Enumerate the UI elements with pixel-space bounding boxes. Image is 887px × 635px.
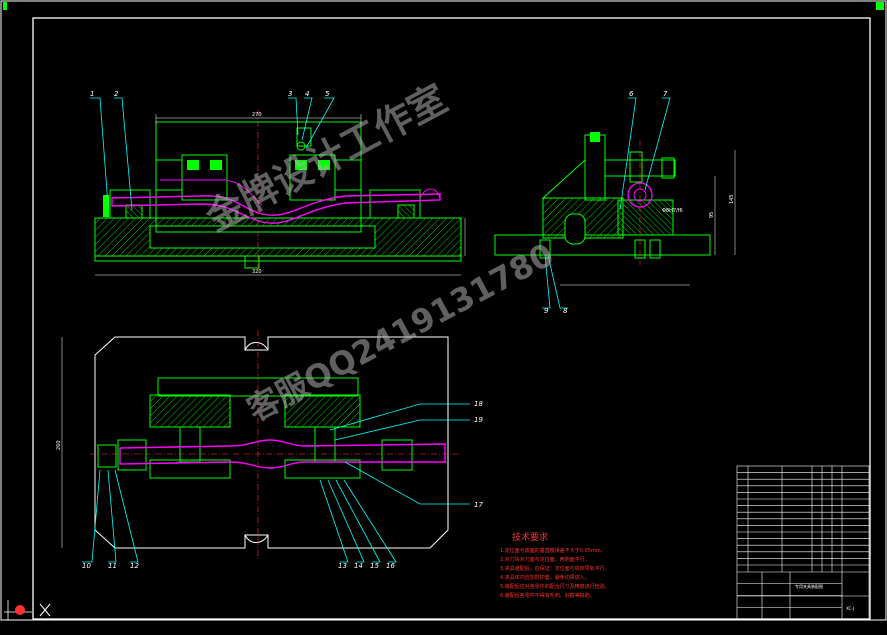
balloon-2: 2 — [114, 90, 119, 98]
watermark-qq: 客服QQ2419131780 — [241, 235, 560, 429]
balloon-7: 7 — [663, 90, 668, 98]
balloon-4: 4 — [305, 90, 309, 98]
balloon-11: 11 — [108, 562, 117, 570]
tech-req-line: 4.夹具体内应加防护套，避免切屑进入。 — [500, 574, 590, 581]
balloon-3: 3 — [288, 90, 292, 98]
watermark-studio: 金牌设计工作室 — [198, 76, 454, 240]
balloon-15: 15 — [370, 562, 379, 570]
title-block — [736, 465, 870, 620]
dim-front-bottom: 320 — [252, 269, 262, 275]
balloon-6: 6 — [629, 90, 634, 98]
dim-side-height: 95 — [709, 212, 715, 218]
balloon-19: 19 — [474, 416, 483, 424]
title-block-drawing-title: 专用夹具装配图 — [795, 583, 823, 589]
corner-mark-right — [876, 2, 884, 10]
balloon-1: 1 — [90, 90, 94, 98]
part-balloons: 1 2 3 4 5 6 7 8 9 18 19 17 10 11 12 13 1… — [82, 90, 668, 570]
balloon-8: 8 — [563, 307, 568, 315]
technical-requirements: 技术要求 1.定位面与底面的垂直度误差不大于0.05mm。 2.对刀块对刀面与定… — [500, 531, 610, 599]
balloon-13: 13 — [338, 562, 347, 570]
tech-req-line: 1.定位面与底面的垂直度误差不大于0.05mm。 — [500, 547, 606, 554]
balloon-16: 16 — [386, 562, 395, 570]
tech-req-line: 3.夹具装配后，应保证：定位面与机床导轨平行。 — [500, 565, 610, 572]
dim-side-fit: Φ8H7/f6 — [662, 208, 683, 214]
outer-frame — [0, 0, 887, 621]
tech-req-title: 技术要求 — [512, 531, 548, 543]
front-view: 270 320 — [94, 110, 466, 276]
dim-plan-height: 260 — [56, 440, 62, 450]
plan-view: 260 — [56, 330, 460, 560]
tech-req-line: 5.装配后应对各零件的配合尺寸及精度进行检验。 — [500, 583, 610, 590]
dim-front-top: 270 — [252, 112, 262, 118]
balloon-9: 9 — [544, 307, 549, 315]
corner-mark-left — [3, 2, 7, 10]
tech-req-line: 2.对刀块对刀面与定位面、两侧面平行。 — [500, 556, 590, 563]
dim-side-total: 145 — [729, 194, 735, 204]
inner-frame — [32, 17, 871, 620]
leader-lines — [82, 97, 671, 563]
side-view: 95 145 Φ8H7/f6 — [494, 132, 736, 286]
ucs-icon — [4, 600, 51, 620]
tech-req-line: 6.装配后各零件不得有毛刺、划痕等缺陷。 — [500, 592, 595, 599]
balloon-18: 18 — [474, 400, 483, 408]
balloon-14: 14 — [354, 562, 363, 570]
balloon-10: 10 — [82, 562, 91, 570]
title-block-code: XC-J — [846, 606, 854, 611]
balloon-17: 17 — [474, 501, 483, 509]
balloon-12: 12 — [130, 562, 139, 570]
balloon-5: 5 — [325, 90, 330, 98]
